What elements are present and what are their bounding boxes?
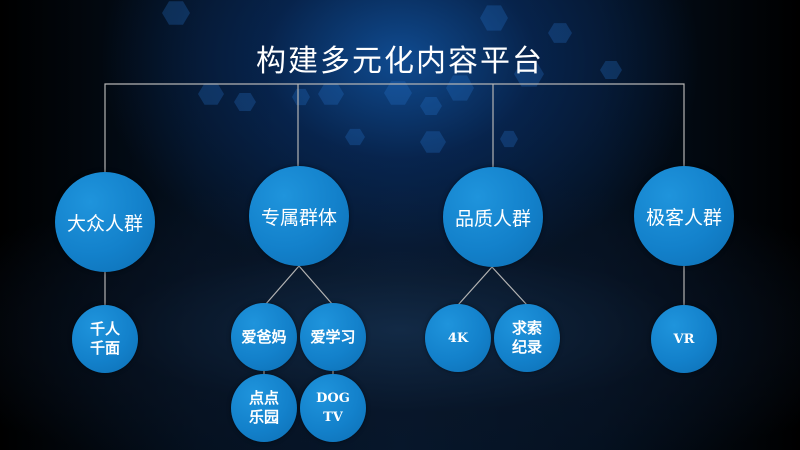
child-label: 点点 乐园 [248,389,279,426]
child-node-qiusuo-jilu[interactable]: 求索 纪录 [494,304,560,372]
hexagon-decoration [420,131,446,153]
category-label: 专属群体 [260,206,337,229]
category-node-quality-audience[interactable]: 品质人群 [443,167,543,267]
category-node-exclusive-group[interactable]: 专属群体 [249,166,349,266]
category-node-geek-audience[interactable]: 极客人群 [634,166,734,266]
hexagon-decoration [500,130,518,148]
hexagon-decoration [234,93,256,111]
page-title: 构建多元化内容平台 [256,44,544,79]
child-label: 爱爸妈 [241,327,287,346]
hexagon-decoration [548,23,572,43]
child-node-4k[interactable]: 4K [425,304,491,372]
child-node-ai-xuexi[interactable]: 爱学习 [300,303,366,371]
hexagon-decoration [318,83,344,105]
category-label: 品质人群 [454,207,531,230]
child-label: 4K [447,330,469,346]
child-node-dog-tv[interactable]: DOG TV [300,374,366,442]
child-label: DOG TV [316,391,350,425]
hexagon-decoration [420,97,442,115]
child-label: 爱学习 [310,327,356,346]
hexagon-decoration [345,128,365,146]
category-label: 极客人群 [645,206,722,229]
hexagon-decoration [162,1,190,25]
child-label: VR [673,331,695,347]
hexagon-decoration [384,81,412,105]
hexagon-decoration [600,61,622,79]
category-label: 大众人群 [66,212,143,235]
child-label: 求索 纪录 [511,319,542,356]
child-node-diandian-leyuan[interactable]: 点点 乐园 [231,374,297,442]
hexagon-decoration [292,88,310,106]
child-node-ai-bama[interactable]: 爱爸妈 [231,303,297,371]
hexagon-decoration [198,83,224,105]
child-node-qianren-qianmian[interactable]: 千人 千面 [72,305,138,373]
child-node-vr[interactable]: VR [651,305,717,373]
child-label: 千人 千面 [89,320,120,357]
category-node-mass-audience[interactable]: 大众人群 [55,172,155,272]
